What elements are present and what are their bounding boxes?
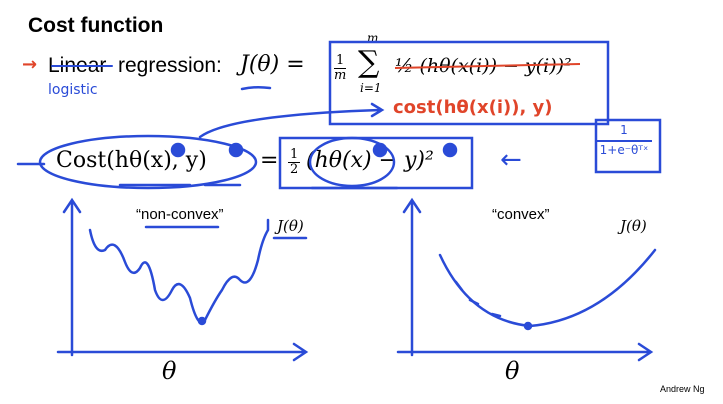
left-ylabel: J(θ): [277, 217, 304, 235]
left-xlabel: θ: [162, 357, 177, 385]
sum-bottom: i=1: [360, 81, 382, 95]
connector-arrow: [198, 102, 385, 139]
frac-den: m: [334, 68, 347, 83]
footer-author: Andrew Ng: [660, 384, 705, 394]
half-num: 1: [288, 147, 301, 163]
right-y-axis: [402, 197, 422, 357]
sum-top: m: [367, 31, 379, 45]
lhs-ellipse: [38, 134, 258, 190]
h-ellipse: [308, 136, 396, 188]
red-strike: [394, 63, 581, 69]
logistic-annotation: logistic: [48, 82, 98, 98]
frac-num: 1: [334, 53, 347, 69]
cost-replacement: cost(hθ(x(i)), y): [393, 97, 553, 118]
convex-label: “convex”: [492, 206, 550, 223]
non-convex-min: [197, 316, 207, 326]
sigmoid-den: 1+e⁻θᵀˣ: [596, 139, 652, 158]
right-x-axis: [396, 342, 654, 362]
left-x-axis: [56, 342, 309, 362]
descent-arrows: [454, 280, 502, 318]
right-xlabel: θ: [505, 357, 520, 385]
left-y-axis: [62, 197, 82, 357]
sigmoid-num: 1: [620, 123, 628, 137]
left-arrow-icon: ←: [500, 145, 522, 175]
right-ylabel: J(θ): [620, 217, 647, 235]
regression-label: regression:: [118, 54, 222, 77]
non-convex-label: “non-convex”: [136, 206, 224, 223]
j-theta-lhs: J(θ) =: [240, 52, 305, 77]
slide-title: Cost function: [28, 14, 164, 37]
cost-rhs: (hθ(x) − y)²: [306, 148, 434, 173]
convex-min: [523, 321, 533, 331]
half-den: 2: [290, 162, 299, 177]
underline-h: [118, 183, 399, 190]
sigmoid-box: [594, 118, 662, 174]
sigmoid-annotation: 1 1+e⁻θᵀˣ: [596, 123, 652, 158]
red-arrow-icon: →: [22, 54, 38, 75]
equals-sign: =: [260, 148, 279, 173]
underline-j: [240, 85, 272, 91]
convex-curve: [438, 248, 657, 328]
sum-symbol: ∑: [358, 45, 380, 80]
non-convex-curve: [88, 218, 270, 324]
sum-box: [328, 40, 610, 126]
